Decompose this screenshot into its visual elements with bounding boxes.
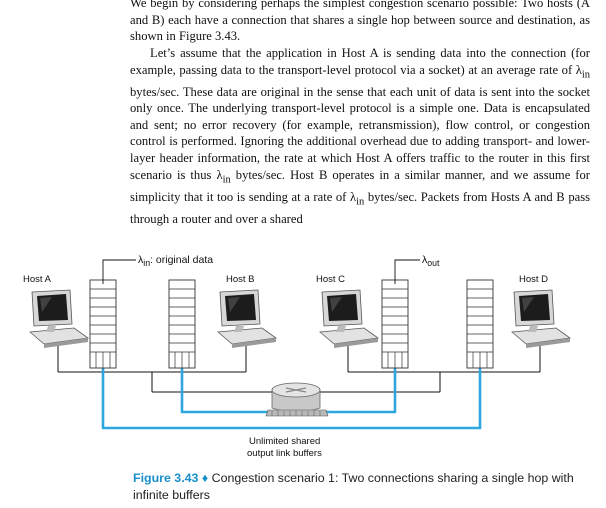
figure-caption: Figure 3.43 ♦ Congestion scenario 1: Two… [133,471,574,502]
buffer-label-line2: output link buffers [247,448,322,459]
lan-cables [57,342,541,393]
host-d-computer [511,289,571,349]
body-paragraph: Let’s assume that the application in Hos… [130,46,591,226]
router-icon [271,382,321,413]
protocol-stacks [89,279,494,369]
host-c-label: Host C [316,274,346,285]
network-diagram [29,259,571,430]
host-d-label: Host D [519,274,549,285]
buffer-label-line1: Unlimited shared [249,436,321,447]
host-b-label: Host B [226,274,255,285]
label-leaders [102,259,420,284]
figure-3-43: λin: original data λout Host A Host B Ho… [0,240,606,508]
host-a-label: Host A [23,274,51,285]
host-b-computer [217,289,277,349]
lambda-out-label: λout [422,254,440,269]
shared-output-buffer [265,409,329,417]
lambda-in-label: λin: original data [138,254,214,269]
host-c-computer [319,289,379,349]
intro-paragraph: We begin by considering perhaps the simp… [130,0,590,44]
arrowheads [98,285,485,294]
host-a-computer [29,289,89,349]
